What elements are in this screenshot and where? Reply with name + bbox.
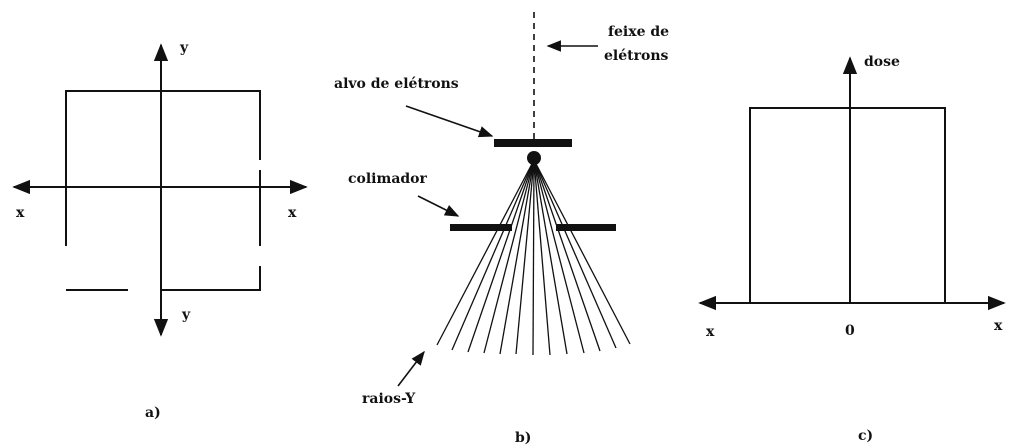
electron-target-plate: [494, 139, 572, 147]
x-ray-line-10: [533, 159, 585, 354]
panel-b-caption: b): [515, 430, 531, 446]
dose-origin-label: 0: [845, 323, 855, 339]
panel-c: dose x x 0 c): [698, 54, 1006, 444]
dose-x-label-right: x: [994, 318, 1003, 334]
collimator-left-jaw: [450, 224, 512, 231]
x-ray-line-4: [483, 159, 535, 354]
x-ray-line-3: [467, 159, 535, 353]
rays-label-arrow: [397, 350, 425, 387]
target-label: alvo de elétrons: [334, 76, 459, 92]
x-ray-line-6: [515, 159, 535, 355]
x-ray-line-2: [451, 159, 535, 351]
panel-a: y y x x a): [12, 40, 308, 421]
x-ray-fan: [436, 159, 631, 356]
collimator-label-arrow: [417, 195, 460, 217]
dose-axis-label: dose: [864, 54, 900, 70]
axis-label-x-right: x: [288, 205, 297, 221]
target-label-arrow: [405, 105, 494, 138]
x-ray-line-12: [533, 159, 617, 349]
panel-a-caption: a): [145, 405, 161, 421]
dose-profile-curve: [749, 107, 946, 303]
axis-label-y-top: y: [179, 40, 189, 56]
field-outline-square: [65, 90, 261, 291]
beam-label-line1: feixe de: [608, 24, 669, 40]
x-ray-line-11: [533, 159, 601, 352]
dose-x-label-left: x: [706, 324, 715, 340]
collimator-right-jaw: [556, 224, 616, 231]
bremsstrahlung-spot: [527, 151, 541, 165]
x-ray-line-1: [436, 159, 535, 346]
panel-c-caption: c): [858, 428, 873, 444]
x-ray-line-13: [533, 159, 631, 345]
collimator-label: colimador: [348, 171, 428, 187]
x-ray-line-7: [532, 159, 535, 356]
axis-label-x-left: x: [16, 205, 25, 221]
beam-label-line2: elétrons: [604, 48, 668, 64]
rays-label: raios-Y: [362, 391, 416, 407]
panel-b: feixe de elétrons alvo de elétrons colim…: [334, 12, 669, 446]
x-ray-line-5: [499, 159, 535, 355]
x-ray-line-9: [533, 159, 568, 355]
x-ray-line-8: [533, 159, 551, 356]
axis-label-y-bottom: y: [181, 307, 191, 323]
